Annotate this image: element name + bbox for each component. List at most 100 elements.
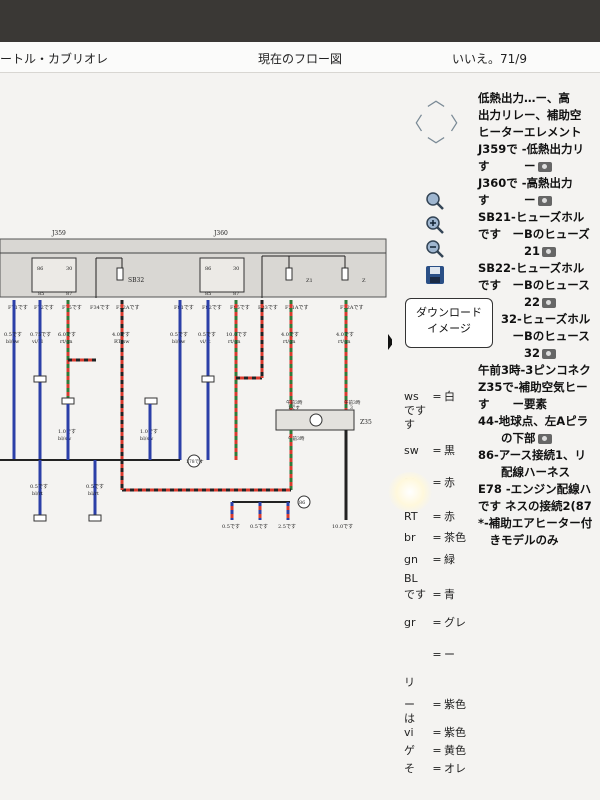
wire-color-label: rt/gn — [283, 339, 296, 345]
fuse-z1 — [285, 267, 293, 281]
component-list-item: 午前3時-3ピンコネク — [478, 363, 591, 377]
relay-pin: 86 — [205, 266, 211, 272]
legend-equals: = — [432, 698, 442, 711]
legend-equals: = — [432, 588, 442, 601]
legend-code: は — [404, 712, 415, 725]
wire-color-label: RT/sw — [114, 339, 130, 345]
component-list-item: SB21-ヒューズホル — [478, 210, 585, 224]
camera-icon[interactable] — [542, 246, 557, 257]
camera-icon[interactable] — [542, 348, 557, 359]
wire-color-label: bl/sw — [140, 436, 154, 442]
legend-color-name: 紫色 — [444, 698, 466, 711]
fuse-terminal-label: F22Aです — [340, 305, 363, 311]
component-list-item: 44-地球点、左Aピラ — [478, 414, 589, 428]
legend-row: は — [404, 710, 430, 726]
tooltip-text: ダウンロード イメージ — [416, 306, 482, 335]
pan-down-icon[interactable]: ﹀ — [427, 136, 445, 157]
component-list-item: きモデルのみ — [478, 533, 559, 547]
legend-row: BL — [404, 572, 430, 585]
component-list-item: 22 — [478, 294, 600, 311]
camera-icon[interactable] — [537, 195, 552, 206]
relay-pin: 85 — [38, 291, 44, 297]
legend-code: gr — [404, 616, 416, 629]
legend-equals: = — [432, 510, 442, 523]
relay-pin: 30 — [233, 266, 239, 272]
relay-label-j359: J359 — [51, 230, 66, 237]
wire-size-label: 0.75です — [30, 332, 51, 338]
legend-row: そ=オレ — [404, 760, 466, 776]
fuse-terminal-label: F21Aです — [285, 305, 308, 311]
fuse-terminal-label: F32Aです — [116, 305, 139, 311]
fuse-terminal-label: F75です — [62, 305, 82, 311]
download-tooltip: ダウンロード イメージ — [405, 298, 493, 348]
legend-equals: = — [432, 553, 442, 566]
legend-color-name: 黒 — [444, 444, 455, 457]
legend-row: す — [404, 416, 430, 432]
legend-code: sw — [404, 444, 419, 457]
download-image-icon[interactable] — [424, 264, 446, 286]
component-list-item: 32-ヒューズホル — [478, 312, 591, 326]
legend-equals: = — [432, 648, 442, 661]
fuse-label: Z — [362, 278, 366, 284]
legend-color-name: 茶色 — [444, 531, 466, 544]
fuse-terminal-label: F81です — [174, 305, 194, 311]
legend-row: ゲ =黄色 — [404, 742, 466, 758]
header-bar: ートル・カブリオレ 現在のフロー図 いいえ。71/9 — [0, 42, 600, 73]
legend-row: gn=緑 — [404, 551, 455, 567]
pan-right-icon[interactable]: 〉 — [450, 114, 468, 135]
legend-code: ゲ — [404, 744, 415, 757]
wire-color-label: bl/sw — [6, 339, 20, 345]
wire-size-label: 2.5です — [278, 524, 296, 530]
fuse-terminal-label: F72です — [34, 305, 54, 311]
legend-equals: = — [432, 531, 442, 544]
legend-code: ws — [404, 390, 419, 403]
camera-icon[interactable] — [537, 433, 552, 444]
legend-code: br — [404, 531, 416, 544]
component-pin: 1です — [288, 404, 300, 411]
legend-color-name: オレ — [444, 762, 466, 775]
connector — [33, 514, 47, 522]
wire-color-label: vi/bl — [31, 339, 43, 345]
legend-code: です — [404, 404, 426, 417]
legend-equals: = — [432, 744, 442, 757]
pan-up-icon[interactable]: ︿ — [427, 90, 445, 111]
legend-code: です — [404, 588, 426, 601]
wire-size-label: 4.0です — [112, 332, 130, 338]
fuse-sb32 — [116, 267, 124, 281]
component-list-item: 32 — [478, 345, 600, 362]
ground-point-86 — [297, 495, 311, 509]
component-list-item: 21 — [478, 243, 600, 260]
component-list-item: 86-アース接続1、リ — [478, 448, 587, 462]
wire-size-label: 0.5です — [250, 524, 268, 530]
component-list-item: 出力リレー、補助空 — [478, 108, 582, 122]
current-flow-title: 現在のフロー図 — [258, 52, 343, 66]
wire-color-label: bl/sw — [58, 436, 72, 442]
pan-left-icon[interactable]: 〈 — [405, 114, 423, 135]
component-list-item: です ネスの接続2(87 — [478, 499, 592, 513]
camera-icon[interactable] — [542, 297, 557, 308]
zoom-out-icon[interactable] — [424, 238, 446, 260]
zoom-fit-icon[interactable] — [424, 190, 446, 212]
relay-j359 — [31, 257, 77, 293]
legend-code: リ — [404, 676, 415, 689]
zoom-in-icon[interactable] — [424, 214, 446, 236]
page-indicator: いいえ。71/9 — [452, 52, 527, 66]
legend-color-name: 黄色 — [444, 744, 466, 757]
legend-row: gr=グレ — [404, 614, 466, 630]
legend-row: です — [404, 402, 430, 418]
wire-size-label: 0.5です — [4, 332, 22, 338]
wire-color-label: rt/gn — [338, 339, 351, 345]
component-symbol — [309, 413, 323, 427]
component-list-item: *-補助エアヒーター付 — [478, 516, 593, 530]
top-bezel — [0, 0, 600, 42]
expand-arrow-icon — [388, 334, 392, 350]
legend-color-name: 赤 — [444, 510, 455, 523]
camera-icon[interactable] — [537, 161, 552, 172]
component-list-item: SB22-ヒューズホル — [478, 261, 585, 275]
legend-row: =ー — [404, 646, 455, 662]
wire-color-label: bl/rt — [88, 491, 99, 497]
component-list-item: 配線ハーネス — [478, 465, 570, 479]
